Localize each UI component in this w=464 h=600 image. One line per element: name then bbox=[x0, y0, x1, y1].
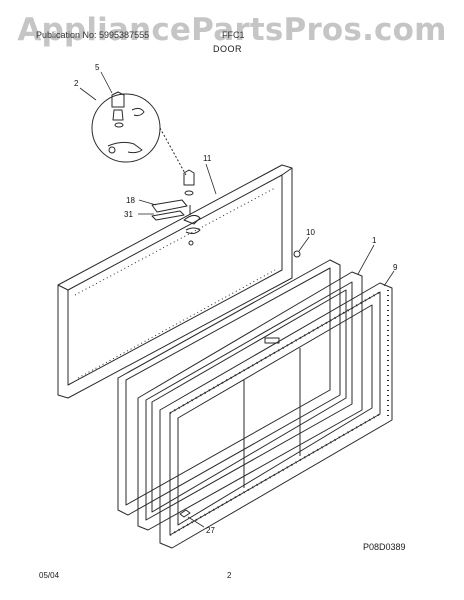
publication-number: Publication No: 5995387555 bbox=[36, 30, 150, 40]
callout-1: 1 bbox=[372, 236, 377, 245]
footer-page-number: 2 bbox=[227, 571, 232, 580]
door-plug bbox=[293, 250, 301, 258]
inner-door-panel bbox=[159, 282, 393, 549]
watermark: AppliancePartsPros.com bbox=[17, 12, 447, 48]
callout-10: 10 bbox=[306, 228, 315, 237]
outer-door-panel bbox=[57, 164, 293, 399]
door-gasket bbox=[137, 271, 363, 531]
callout-18: 18 bbox=[126, 196, 135, 205]
diagram-code: P08D0389 bbox=[363, 542, 406, 552]
callout-5: 5 bbox=[95, 63, 100, 72]
callout-9: 9 bbox=[393, 263, 398, 272]
callout-31: 31 bbox=[124, 210, 133, 219]
callout-2: 2 bbox=[74, 79, 79, 88]
section-title: DOOR bbox=[213, 44, 242, 54]
door-screw bbox=[179, 509, 191, 518]
hinge-assembly bbox=[183, 169, 201, 246]
hinge-cover bbox=[151, 199, 188, 213]
callout-11: 11 bbox=[203, 154, 212, 163]
footer-date: 05/04 bbox=[39, 571, 60, 580]
hinge-cover-shim bbox=[151, 210, 185, 221]
door-liner bbox=[117, 259, 341, 516]
hinge-detail-circle bbox=[91, 91, 187, 176]
callout-27: 27 bbox=[206, 526, 215, 535]
model-number: FFC1 bbox=[222, 30, 245, 40]
